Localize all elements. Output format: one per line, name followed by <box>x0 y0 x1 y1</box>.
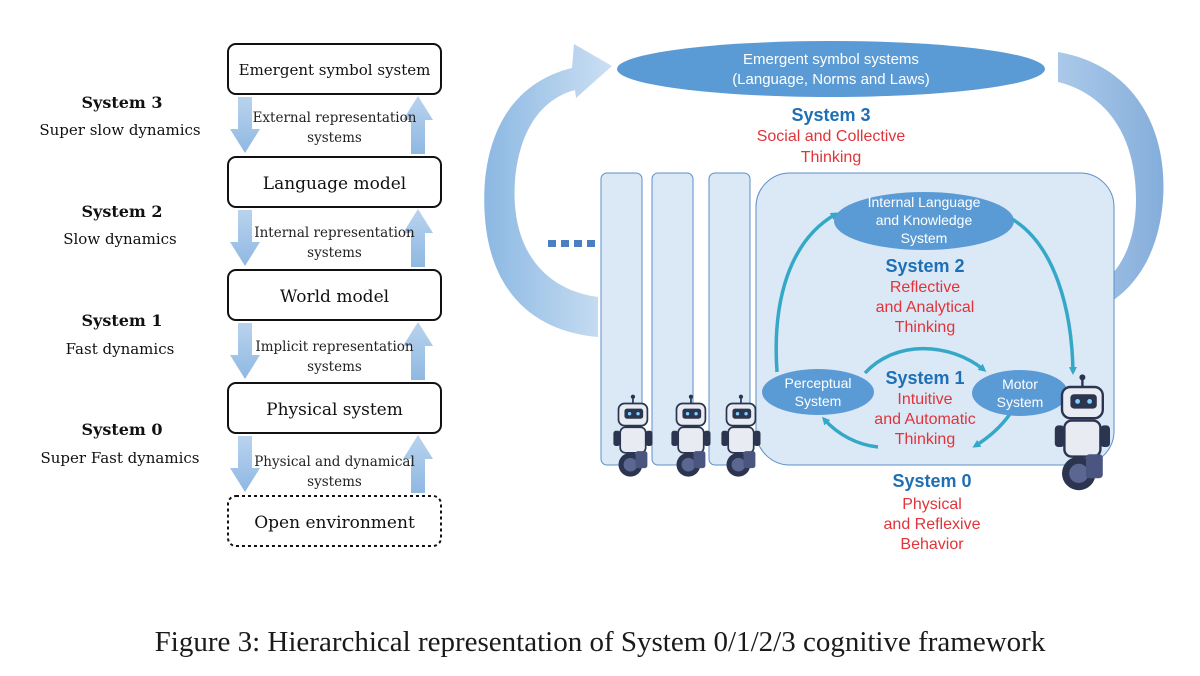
teal-arrow-up-left <box>774 212 839 373</box>
teal-arrow-top-arc <box>863 346 987 375</box>
system-1-desc: Fast dynamics <box>66 340 175 358</box>
internal-language-ellipse <box>834 192 1014 250</box>
system-3-title: System 3 <box>791 105 870 125</box>
ellipse-label: System <box>997 394 1044 410</box>
big-curved-arrow-right <box>1058 52 1164 330</box>
up-arrow <box>403 96 433 154</box>
system-0-desc: and Reflexive <box>884 516 981 533</box>
system-2-desc: and Analytical <box>876 299 975 316</box>
system-0-title: System 0 <box>81 420 162 439</box>
box-emergent-symbol-system <box>227 43 442 95</box>
system-3-desc: Social and Collective <box>757 128 906 145</box>
big-curved-arrow-left <box>484 44 612 337</box>
system-2-desc: Thinking <box>895 319 955 336</box>
up-arrow <box>403 435 433 493</box>
emergent-symbol-systems-ellipse <box>617 41 1045 97</box>
system-1-title: System 1 <box>81 311 162 330</box>
teal-arrow-bottom-left <box>822 416 879 449</box>
box-label: Emergent symbol system <box>239 61 431 79</box>
arrow-label: Physical and dynamical <box>254 454 415 470</box>
system-1-title: System 1 <box>885 368 964 388</box>
ellipse-label: Perceptual <box>785 375 852 391</box>
down-arrow <box>230 436 260 492</box>
arrow-label: systems <box>307 474 362 490</box>
teal-arrow-down-right <box>1011 217 1077 375</box>
system-2-desc: Reflective <box>890 279 960 296</box>
system-1-desc: Thinking <box>895 431 955 448</box>
arrow-label: systems <box>307 245 362 261</box>
system-0-desc: Physical <box>902 496 962 513</box>
system-2-title: System 2 <box>81 202 162 221</box>
left-hierarchy: Emergent symbol system Language model Wo… <box>39 43 442 547</box>
ellipse-label: Emergent symbol systems <box>743 51 919 68</box>
up-arrow <box>403 322 433 380</box>
down-arrow <box>230 97 260 153</box>
robot-icon <box>613 394 653 477</box>
ellipse-label: System <box>901 230 948 246</box>
robot-icon <box>671 394 711 477</box>
system-3-desc: Thinking <box>801 149 861 166</box>
robot-icon <box>721 394 761 477</box>
system-0-title: System 0 <box>892 471 971 491</box>
system-0-desc: Super Fast dynamics <box>41 449 200 467</box>
box-label: Language model <box>263 174 406 194</box>
arrow-label: Implicit representation <box>255 339 413 355</box>
arrow-label: Internal representation <box>254 225 415 241</box>
right-diagram: Emergent symbol systems (Language, Norms… <box>484 41 1164 553</box>
arrow-label: systems <box>307 130 362 146</box>
box-label: World model <box>280 287 389 307</box>
system-0-desc: Behavior <box>900 536 964 553</box>
down-arrow <box>230 210 260 266</box>
box-language-model <box>227 156 442 208</box>
ellipse-label: Motor <box>1002 376 1038 392</box>
system-1-desc: and Automatic <box>874 411 975 428</box>
arrow-label: systems <box>307 359 362 375</box>
box-label: Physical system <box>266 400 403 420</box>
box-physical-system <box>227 382 442 434</box>
system-2-desc: Slow dynamics <box>63 230 177 248</box>
agent-panel <box>651 172 694 466</box>
box-label: Open environment <box>254 513 415 533</box>
box-world-model <box>227 269 442 321</box>
up-arrow <box>403 209 433 267</box>
down-arrow <box>230 323 260 379</box>
ellipse-label: Internal Language <box>868 194 981 210</box>
ellipse-label: and Knowledge <box>876 212 973 228</box>
system-3-title: System 3 <box>81 93 162 112</box>
system-3-desc: Super slow dynamics <box>39 121 200 139</box>
ellipse-label: System <box>795 393 842 409</box>
robot-icon <box>1054 374 1110 491</box>
arrow-label: External representation <box>253 110 417 126</box>
motor-system-ellipse <box>972 370 1068 416</box>
teal-arrow-bottom-right <box>972 412 1012 448</box>
ellipse-label: (Language, Norms and Laws) <box>732 71 930 88</box>
perceptual-system-ellipse <box>762 369 874 415</box>
ellipsis-dots <box>548 240 595 247</box>
system-1-desc: Intuitive <box>897 391 952 408</box>
figure-caption: Figure 3: Hierarchical representation of… <box>154 626 1046 658</box>
box-open-environment <box>227 495 442 547</box>
system-2-title: System 2 <box>885 256 964 276</box>
